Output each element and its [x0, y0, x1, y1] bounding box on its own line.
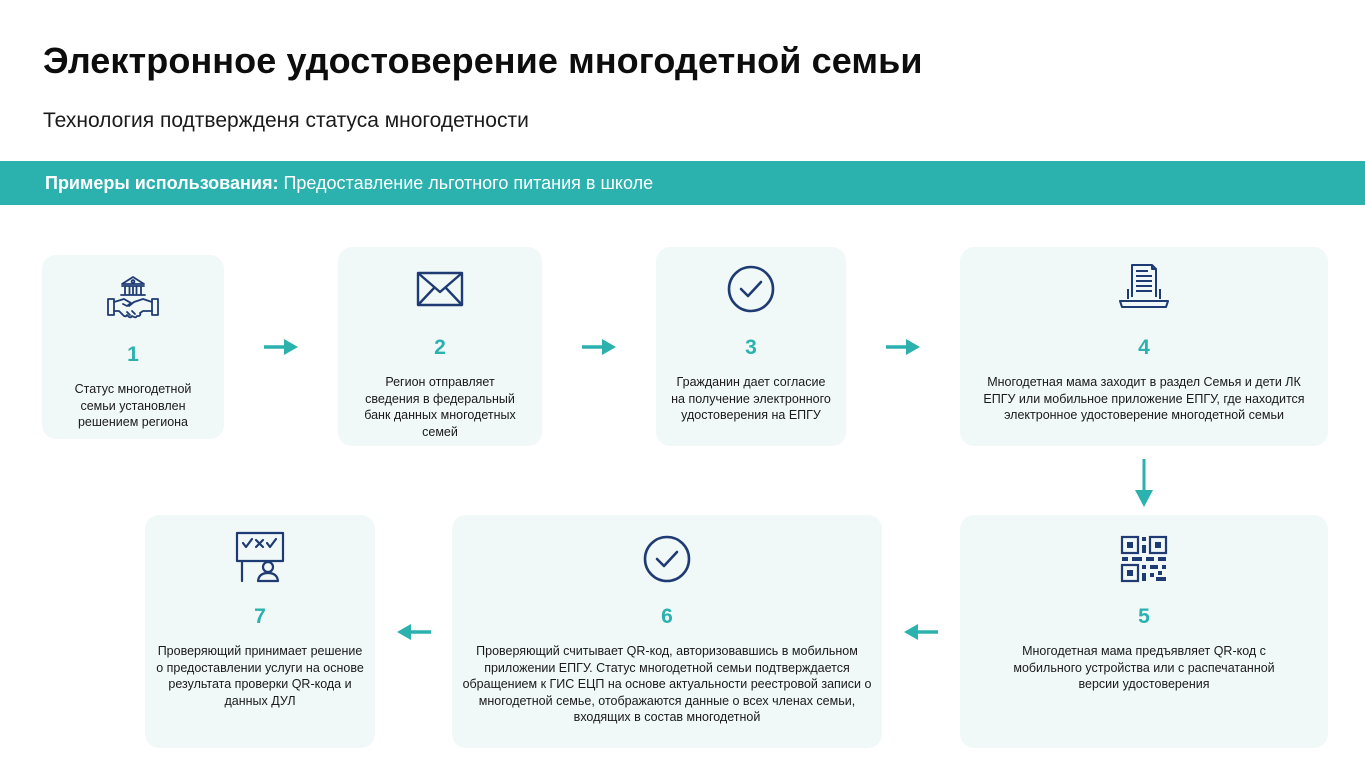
step-text-7: Проверяющий принимает решение о предоста…: [156, 644, 364, 708]
band-label: Примеры использования:: [45, 173, 279, 193]
envelope-icon: [412, 261, 468, 317]
step-text-6: Проверяющий считывает QR-код, авторизова…: [462, 644, 872, 724]
step-text-5: Многодетная мама предъявляет QR-код с мо…: [1013, 644, 1275, 691]
arrow-down: [1132, 457, 1156, 509]
check-circle-icon: [639, 531, 695, 587]
step-number-4: 4: [1138, 336, 1150, 359]
step-number-1: 1: [127, 343, 139, 366]
usage-example-band: Примеры использования: Предоставление ль…: [0, 161, 1365, 205]
arrow-right-1: [262, 335, 300, 359]
page-subtitle: Технология подтвержденя статуса многодет…: [43, 109, 529, 132]
step-card-7: 7 Проверяющий принимает решение о предос…: [145, 515, 375, 748]
step-card-1: 1 Статус многодетной семьи установлен ре…: [42, 255, 224, 439]
step-card-6: 6 Проверяющий считывает QR-код, авторизо…: [452, 515, 882, 748]
laptop-document-icon: [1116, 261, 1172, 317]
step-card-2: 2 Регион отправляет сведения в федеральн…: [338, 247, 542, 446]
arrow-left-2: [395, 620, 433, 644]
government-handshake-icon: [105, 267, 161, 323]
decision-board-icon: [232, 529, 288, 585]
step-number-5: 5: [1138, 605, 1150, 628]
step-text-4: Многодетная мама заходит в раздел Семья …: [983, 375, 1305, 422]
page-title: Электронное удостоверение многодетной се…: [43, 40, 923, 81]
step-text-2: Регион отправляет сведения в федеральный…: [364, 375, 516, 439]
arrow-left-1: [902, 620, 940, 644]
step-card-4: 4 Многодетная мама заходит в раздел Семь…: [960, 247, 1328, 446]
step-text-1: Статус многодетной семьи установлен реше…: [74, 382, 192, 429]
qr-code-icon: [1116, 531, 1172, 587]
check-circle-icon: [723, 261, 779, 317]
step-number-6: 6: [661, 605, 673, 628]
step-text-3: Гражданин дает согласие на получение эле…: [671, 375, 831, 422]
step-card-5: 5 Многодетная мама предъявляет QR-код с …: [960, 515, 1328, 748]
arrow-right-3: [884, 335, 922, 359]
step-number-7: 7: [254, 605, 266, 628]
arrow-right-2: [580, 335, 618, 359]
step-number-2: 2: [434, 336, 446, 359]
step-number-3: 3: [745, 336, 757, 359]
band-text: Предоставление льготного питания в школе: [283, 173, 654, 193]
step-card-3: 3 Гражданин дает согласие на получение э…: [656, 247, 846, 446]
